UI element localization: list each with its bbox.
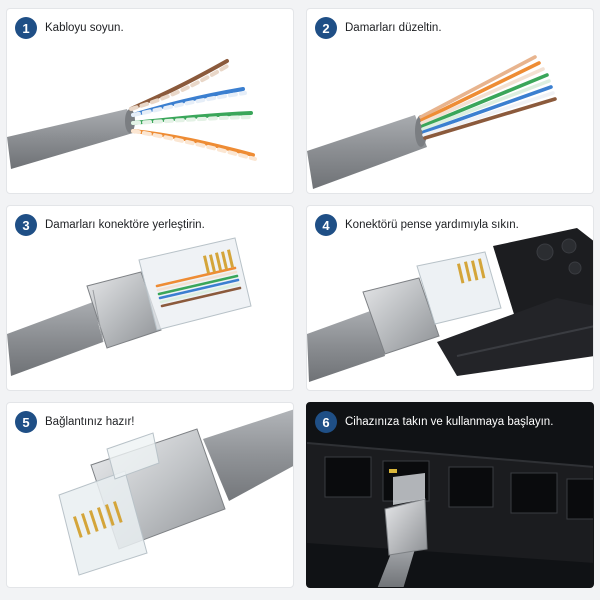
straightened-wires-illustration <box>307 55 557 189</box>
cable-jacket <box>7 109 135 169</box>
cable-jacket <box>203 409 293 501</box>
step-number-badge: 5 <box>15 411 37 433</box>
cable-jacket <box>307 310 385 382</box>
step-header: 1 Kabloyu soyun. <box>15 17 124 39</box>
clear-rj45-plug <box>58 432 160 576</box>
step-header: 3 Damarları konektöre yerleştirin. <box>15 214 205 236</box>
plug-latch <box>106 432 160 480</box>
step-caption: Kabloyu soyun. <box>45 22 124 34</box>
cable-jacket <box>7 302 103 376</box>
clear-rj45-plug <box>416 251 502 325</box>
wires-in-connector-illustration <box>7 237 252 376</box>
metal-shield <box>362 277 440 355</box>
clear-rj45-plug <box>393 473 425 505</box>
step-caption: Damarları konektöre yerleştirin. <box>45 219 205 231</box>
step-panel-2: 2 Damarları düzeltin. <box>306 8 594 194</box>
step-caption: Cihazınıza takın ve kullanmaya başlayın. <box>345 416 554 428</box>
stripped-cable-illustration <box>7 59 257 169</box>
metal-shield <box>86 271 162 349</box>
clear-rj45-plug <box>138 237 252 331</box>
cable-jacket <box>377 543 415 587</box>
port-status-led <box>389 469 397 473</box>
step-header: 4 Konektörü pense yardımıyla sıkın. <box>315 214 519 236</box>
step-number-badge: 4 <box>315 214 337 236</box>
step-number-badge: 2 <box>315 17 337 39</box>
cable-jacket <box>307 115 427 189</box>
step-panel-5: 5 Bağlantınız hazır! <box>6 402 294 588</box>
straightened-wires <box>419 55 557 140</box>
crimp-tool <box>437 228 593 376</box>
step-header: 6 Cihazınıza takın ve kullanmaya başlayı… <box>315 411 553 433</box>
step-panel-3: 3 Damarları konektöre yerleştirin. <box>6 205 294 391</box>
step-header: 5 Bağlantınız hazır! <box>15 411 135 433</box>
step-panel-4: 4 Konektörü pense yardımıyla sıkın. <box>306 205 594 391</box>
step-panel-6: 6 Cihazınıza takın ve kullanmaya başlayı… <box>306 402 594 588</box>
step-caption: Konektörü pense yardımıyla sıkın. <box>345 219 519 231</box>
step-number-badge: 6 <box>315 411 337 433</box>
metal-shield <box>384 498 428 556</box>
twisted-pairs <box>129 59 257 161</box>
step-caption: Damarları düzeltin. <box>345 22 442 34</box>
step-panel-1: 1 Kabloyu soyun. <box>6 8 294 194</box>
step-caption: Bağlantınız hazır! <box>45 416 135 428</box>
step-number-badge: 1 <box>15 17 37 39</box>
plugged-into-switch-illustration <box>307 442 593 587</box>
step-number-badge: 3 <box>15 214 37 236</box>
crimping-illustration <box>307 228 593 382</box>
finished-connector-illustration <box>58 409 293 576</box>
step-header: 2 Damarları düzeltin. <box>315 17 442 39</box>
